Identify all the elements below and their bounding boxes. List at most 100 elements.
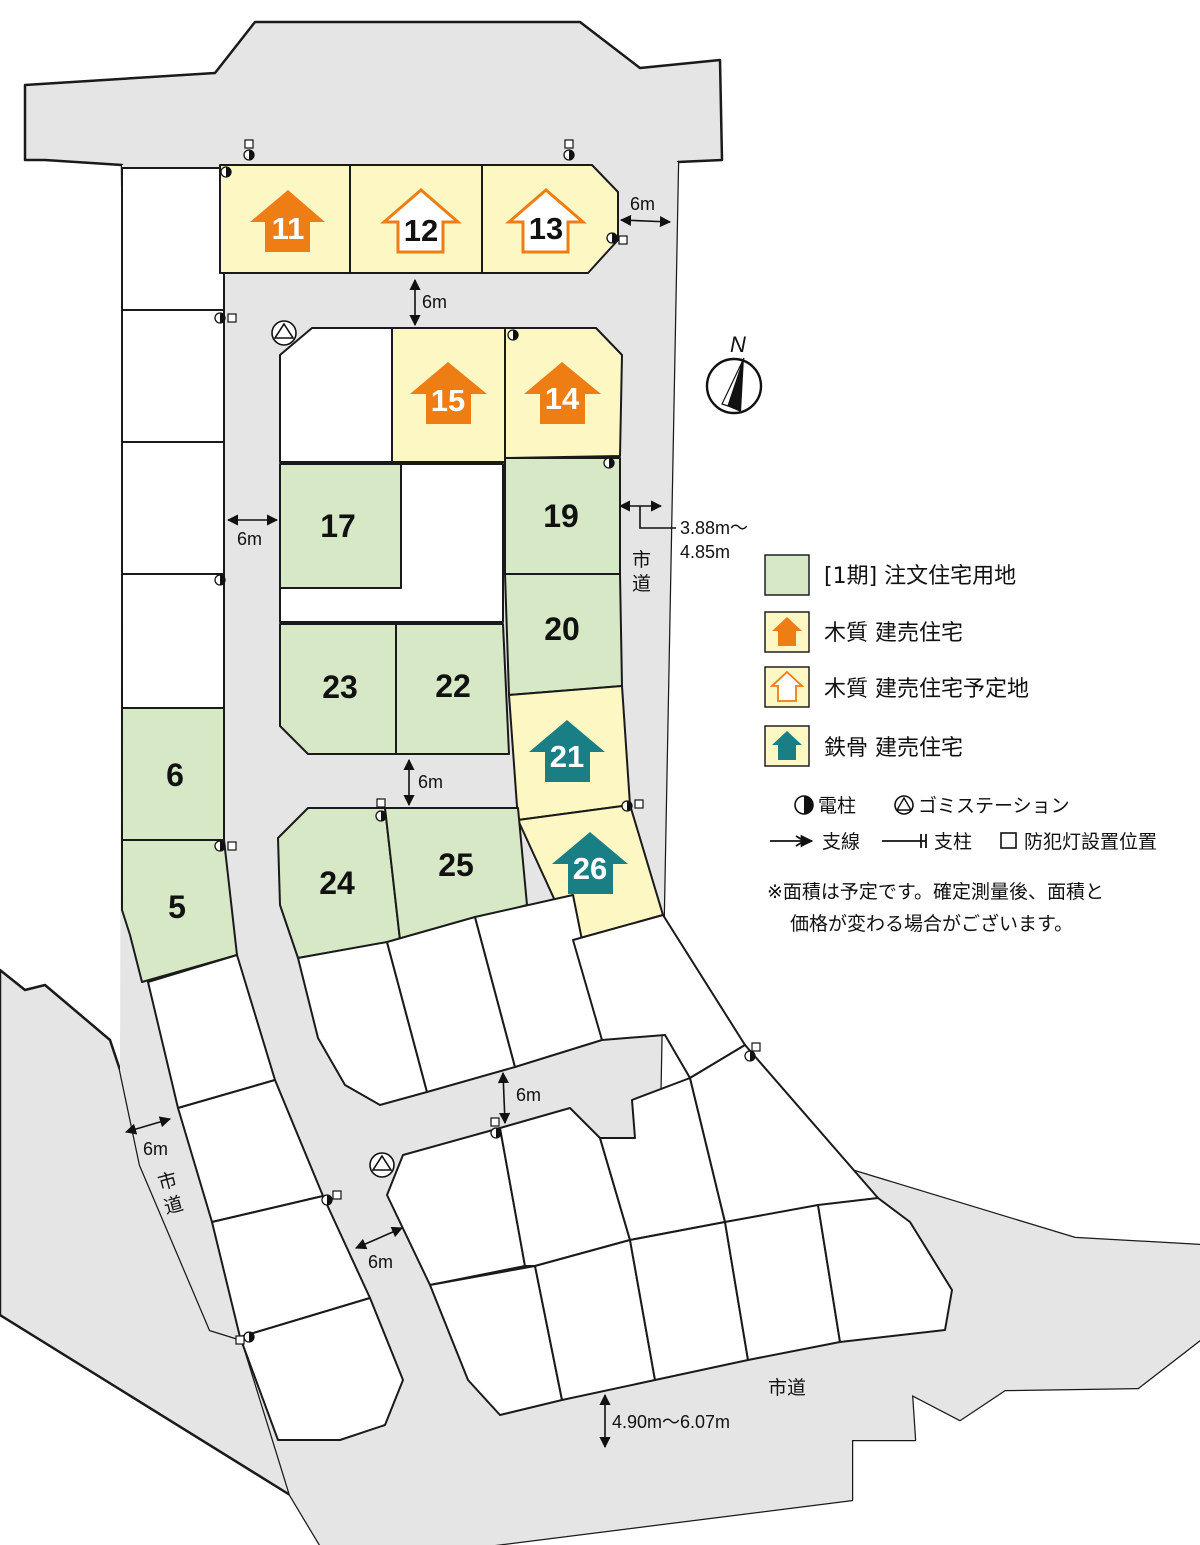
utility-pole-half-icon xyxy=(220,575,225,585)
lot-17-area xyxy=(279,463,402,589)
legend-note-line2: 価格が変わる場合がございます。 xyxy=(790,912,1073,935)
lot-number-22: 22 xyxy=(435,668,471,704)
lot-19-area xyxy=(504,457,621,575)
lot-5 xyxy=(121,839,238,983)
lot-number-5: 5 xyxy=(168,889,186,925)
road-width-6m-top: 6m xyxy=(422,292,447,312)
street-light-icon xyxy=(376,798,386,808)
south-lots xyxy=(147,894,953,1441)
road-width-6m-south: 6m xyxy=(516,1085,541,1105)
garbage-station-icon xyxy=(369,1152,395,1178)
garbage-legend-icon xyxy=(894,795,914,815)
lot-number-14: 14 xyxy=(545,381,580,416)
east-road-width: 3.88m〜 xyxy=(680,518,748,538)
dimension-arrows: 6m 6m 6m 6m 6m 6m 6m 3.88m〜 4.85m 4.90m〜… xyxy=(124,194,806,1449)
utility-pole-half-icon xyxy=(750,1051,755,1061)
utility-pole-half-icon xyxy=(496,1128,501,1138)
street-light-icon xyxy=(235,1335,245,1345)
pole-legend-icon xyxy=(794,795,814,815)
street-light-icon xyxy=(244,139,254,149)
street-light-icon xyxy=(490,1117,500,1127)
legend-label-custom-lot: [1期] 注文住宅用地 xyxy=(824,564,1016,589)
lot-number-17: 17 xyxy=(320,508,356,544)
house-icon-planned-12 xyxy=(379,188,463,254)
utility-pole-half-icon xyxy=(513,330,518,340)
lot-number-20: 20 xyxy=(544,611,580,647)
legend-label-street-light: 防犯灯設置位置 xyxy=(1024,831,1157,853)
east-road-label-1: 市 xyxy=(632,549,651,571)
lot-west-1 xyxy=(121,167,225,311)
house-icon-wooden-14 xyxy=(524,362,601,424)
lot-number-12: 12 xyxy=(404,213,438,248)
lot-number-24: 24 xyxy=(319,865,355,901)
utility-poles xyxy=(214,139,761,1345)
legend-label-garbage: ゴミステーション xyxy=(918,795,1070,817)
street-light-icon xyxy=(564,139,574,149)
house-icon-planned-13 xyxy=(504,188,588,254)
utility-pole-half-icon xyxy=(249,1332,254,1342)
lot-central-nw xyxy=(279,327,393,463)
legend-label-steel: 鉄骨 建売住宅 xyxy=(824,736,963,761)
lot-central-open xyxy=(279,463,504,623)
house-icons xyxy=(250,188,628,894)
road-width-6m-sw2: 6m xyxy=(368,1252,393,1272)
road-width-6m-ne: 6m xyxy=(630,194,655,214)
street-light-icon xyxy=(227,841,237,851)
utility-pole-half-icon xyxy=(220,841,225,851)
lot-22-area xyxy=(395,623,510,755)
lot-west-4 xyxy=(121,573,225,709)
lot-west-3 xyxy=(121,441,225,575)
legend-house-planned-icon xyxy=(769,670,805,702)
legend-house-wooden-icon xyxy=(772,617,802,646)
legend-label-guy-wire: 支線 xyxy=(822,831,860,853)
south-road-label: 市道 xyxy=(768,1377,806,1399)
legend-label-support-pole: 支柱 xyxy=(934,831,972,853)
east-road-label-2: 道 xyxy=(632,573,651,595)
lot-number-13: 13 xyxy=(529,211,563,246)
house-icon-steel-26 xyxy=(552,832,628,894)
utility-pole-half-icon xyxy=(220,313,225,323)
legend-label-wooden-planned: 木質 建売住宅予定地 xyxy=(824,677,1029,702)
utility-pole-half-icon xyxy=(226,167,231,177)
utility-pole-half-icon xyxy=(609,458,614,468)
legend-label-wooden: 木質 建売住宅 xyxy=(824,621,963,646)
utility-pole-half-icon xyxy=(327,1195,332,1205)
garbage-stations xyxy=(271,320,395,1178)
utility-pole-half-icon xyxy=(569,150,574,160)
house-icon-wooden-15 xyxy=(410,362,487,424)
house-icon-wooden-11 xyxy=(250,190,325,252)
lot-number-15: 15 xyxy=(431,383,465,418)
road-width-6m-mid: 6m xyxy=(418,772,443,792)
utility-pole-half-icon xyxy=(627,801,632,811)
lot-number-19: 19 xyxy=(543,498,579,534)
lot-numbers: 11 12 13 15 14 17 19 20 23 22 21 26 6 5 … xyxy=(166,211,607,925)
street-light-icon xyxy=(332,1190,342,1200)
lot-number-11: 11 xyxy=(272,211,305,246)
legend: [1期] 注文住宅用地 木質 建売住宅 木質 建売住宅予定地 鉄骨 建売住宅 電… xyxy=(764,554,1157,935)
east-road-width-2: 4.85m xyxy=(680,542,730,562)
garbage-station-icon xyxy=(271,320,297,346)
lot-west-2 xyxy=(121,309,225,443)
lot-number-26: 26 xyxy=(573,851,607,886)
utility-pole-half-icon xyxy=(249,150,254,160)
lot-23-area xyxy=(279,623,397,755)
legend-label-pole: 電柱 xyxy=(818,795,856,817)
street-light-icon xyxy=(618,235,628,245)
street-light-icon xyxy=(751,1042,761,1052)
central-block xyxy=(277,327,664,959)
north-arrow: N xyxy=(705,332,763,415)
guy-wire-legend-icon xyxy=(770,834,814,848)
lot-number-21: 21 xyxy=(550,739,584,774)
legend-swatch-custom-lot xyxy=(764,554,810,596)
street-light-legend-icon xyxy=(1000,832,1017,849)
legend-note-line1: ※面積は予定です。確定測量後、面積と xyxy=(767,881,1104,903)
road-width-6m-sw: 6m xyxy=(143,1139,168,1159)
support-pole-legend-icon xyxy=(882,834,927,848)
road-width-6m-west: 6m xyxy=(237,529,262,549)
utility-pole-half-icon xyxy=(612,233,617,243)
utility-pole-half-icon xyxy=(381,811,386,821)
south-road-width: 4.90m〜6.07m xyxy=(612,1412,730,1432)
lot-number-23: 23 xyxy=(322,669,358,705)
north-label: N xyxy=(730,332,746,357)
west-lots xyxy=(121,167,238,983)
